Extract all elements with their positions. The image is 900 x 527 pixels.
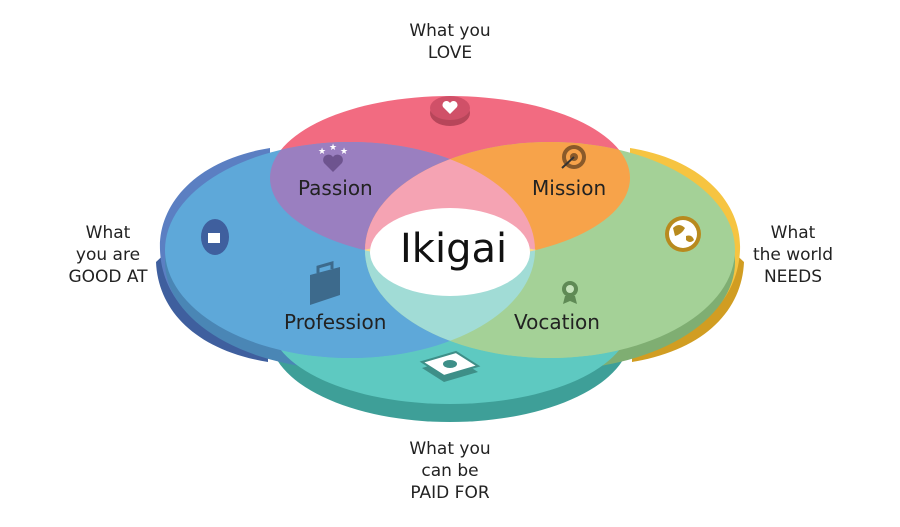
target-icon: [561, 145, 586, 169]
globe-icon: [665, 216, 701, 252]
label-good-at-line: What: [85, 223, 131, 243]
label-needs: What the world NEEDS: [740, 222, 846, 288]
label-needs-line: the world: [752, 245, 834, 265]
label-profession: Profession: [284, 310, 387, 334]
label-vocation: Vocation: [514, 310, 600, 334]
ikigai-center: [370, 208, 530, 296]
label-mission: Mission: [532, 176, 607, 200]
label-good-at-line: GOOD AT: [68, 267, 148, 287]
label-paid: What you can be PAID FOR: [392, 438, 508, 504]
label-paid-line: PAID FOR: [410, 483, 490, 503]
label-love: What you LOVE: [392, 20, 508, 64]
svg-text:★: ★: [329, 143, 337, 153]
label-needs-line: NEEDS: [763, 267, 823, 287]
medal-icon: [562, 281, 578, 304]
label-paid-line: can be: [421, 461, 479, 481]
label-passion: Passion: [298, 176, 373, 200]
briefcase-icon: [310, 261, 340, 305]
label-love-line: What you: [409, 21, 491, 41]
heart-icon: [430, 96, 470, 126]
center-title: Ikigai: [400, 226, 508, 272]
svg-text:★: ★: [340, 147, 348, 157]
money-icon: [419, 350, 481, 382]
stars-heart-icon: ★★★: [318, 143, 348, 172]
label-good-at: What you are GOOD AT: [55, 222, 161, 288]
label-needs-line: What: [770, 223, 816, 243]
label-love-line: LOVE: [427, 43, 473, 63]
svg-text:★: ★: [318, 147, 326, 157]
label-good-at-line: you are: [75, 245, 141, 265]
thumbs-up-icon: [201, 219, 229, 255]
label-paid-line: What you: [409, 439, 491, 459]
